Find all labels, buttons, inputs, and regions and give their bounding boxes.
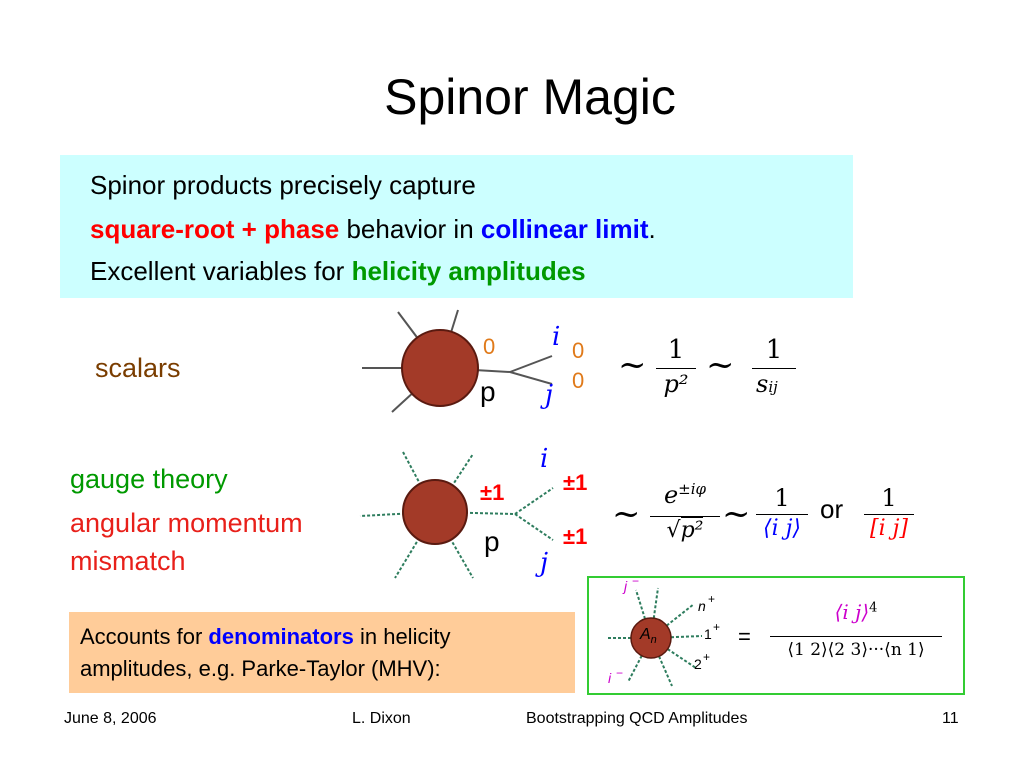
gluon-blob <box>402 479 468 545</box>
accounts-line-2: amplitudes, e.g. Parke-Taylor (MHV): <box>80 656 441 681</box>
mhv-equals: = <box>738 624 751 649</box>
gauge-sq-bar <box>864 514 914 515</box>
mhv-frac-bar <box>770 636 942 637</box>
gauge-ang-den: ⟨i j⟩ <box>762 516 802 541</box>
gluon-leg-label-mid: ±1 <box>480 480 505 505</box>
sqrt-icon: √ <box>666 518 681 543</box>
intro-line-3: Excellent variables for helicity amplitu… <box>90 256 586 287</box>
mhv-num-exp: 4 <box>869 600 878 616</box>
mhv-n-label: n <box>698 598 706 614</box>
intro-box <box>60 155 853 298</box>
mhv-j-minus: − <box>632 574 640 588</box>
scalar-blob <box>401 329 479 407</box>
accounts-text-c: in helicity <box>353 624 451 649</box>
mhv-2-label: 2 <box>694 656 702 672</box>
scalar-frac2-num: 1 <box>765 335 783 365</box>
gluon-j-label: j <box>540 548 549 578</box>
scalar-j-label: j <box>545 380 554 410</box>
gauge-or: or <box>820 494 844 524</box>
gauge-sq-den: [i j] <box>869 516 909 541</box>
footer-date: June 8, 2006 <box>64 710 157 727</box>
gluon-leg-label-j: ±1 <box>563 524 588 549</box>
scalar-leg-label-i: 0 <box>572 338 585 363</box>
mhv-num-bracket: ⟨i j⟩ <box>834 600 870 624</box>
scalar-sim-2: ~ <box>706 345 735 385</box>
footer-author: L. Dixon <box>352 710 411 727</box>
mhv-denominator: ⟨1 2⟩⟨2 3⟩···⟨n 1⟩ <box>787 640 925 660</box>
accounts-line-1: Accounts for denominators in helicity <box>80 624 450 650</box>
intro-behavior-text: behavior in <box>339 214 481 244</box>
mhv-blob-label: An <box>640 626 657 646</box>
scalar-frac2-den: sij <box>756 370 778 398</box>
gauge-frac-bar <box>650 516 720 517</box>
gluon-momentum-p: p <box>484 526 500 557</box>
accounts-text-a: Accounts for <box>80 624 209 649</box>
gauge-theory-label: gauge theory <box>70 464 228 494</box>
gauge-frac-den: √p² <box>652 517 718 543</box>
scalar-frac1-num: 1 <box>667 335 685 365</box>
mismatch-label: mismatch <box>70 546 186 576</box>
gauge-exp: ±iφ <box>678 480 707 498</box>
intro-helicity-amplitudes: helicity amplitudes <box>351 256 586 286</box>
mhv-n-plus: + <box>708 592 716 606</box>
accounts-denominators: denominators <box>208 624 354 649</box>
gauge-sim-1: ~ <box>612 494 641 534</box>
mhv-i-minus: − <box>616 666 624 680</box>
scalar-frac2-bar <box>752 368 796 369</box>
mhv-j-label: j <box>624 578 628 594</box>
gauge-sim-2: ~ <box>722 494 751 534</box>
scalar-i-label: i <box>552 322 561 352</box>
intro-collinear-limit: collinear limit <box>480 214 649 244</box>
mhv-a-sub: n <box>650 634 657 647</box>
intro-line-2: square-root + phase behavior in collinea… <box>90 214 656 245</box>
mhv-1-plus: + <box>713 620 721 634</box>
scalar-frac2-s: s <box>756 370 769 398</box>
scalars-label: scalars <box>95 353 181 383</box>
gauge-ang-num: 1 <box>774 484 790 512</box>
gauge-den-p: p² <box>680 517 704 543</box>
gauge-sq-num: 1 <box>881 484 897 512</box>
gluon-diagram <box>359 451 554 579</box>
intro-period: . <box>648 214 656 244</box>
scalar-leg-label-j: 0 <box>572 368 585 393</box>
intro-square-root-phase: square-root + phase <box>90 214 340 244</box>
gauge-frac-num: e±iφ <box>652 480 718 509</box>
mhv-diagram <box>608 587 703 687</box>
scalar-sim-1: ~ <box>618 345 647 385</box>
mhv-2-plus: + <box>703 650 711 664</box>
intro-excellent-text: Excellent variables for <box>90 256 352 286</box>
angular-momentum-label: angular momentum <box>70 508 303 538</box>
mhv-i-label: i <box>608 670 612 686</box>
gauge-ang-bar <box>756 514 808 515</box>
gauge-e: e <box>663 481 679 509</box>
intro-line-1: Spinor products precisely capture <box>90 170 476 200</box>
mhv-blob <box>630 617 672 659</box>
scalar-frac1-bar <box>656 368 696 369</box>
scalar-leg-label-top: 0 <box>483 334 496 359</box>
gluon-i-label: i <box>540 444 549 474</box>
scalar-diagram <box>362 309 553 413</box>
scalar-momentum-p: p <box>480 376 496 407</box>
footer-page-number: 11 <box>942 710 959 727</box>
scalar-frac1-den: p² <box>663 370 689 398</box>
page-title: Spinor Magic <box>384 69 676 125</box>
mhv-1-label: 1 <box>704 626 712 642</box>
mhv-a: A <box>640 626 651 643</box>
gluon-leg-label-i: ±1 <box>563 470 588 495</box>
footer-talk-title: Bootstrapping QCD Amplitudes <box>526 710 748 727</box>
accounts-box <box>69 612 575 693</box>
scalar-frac2-sub: ij <box>768 378 778 396</box>
mhv-numerator: ⟨i j⟩4 <box>776 600 936 624</box>
